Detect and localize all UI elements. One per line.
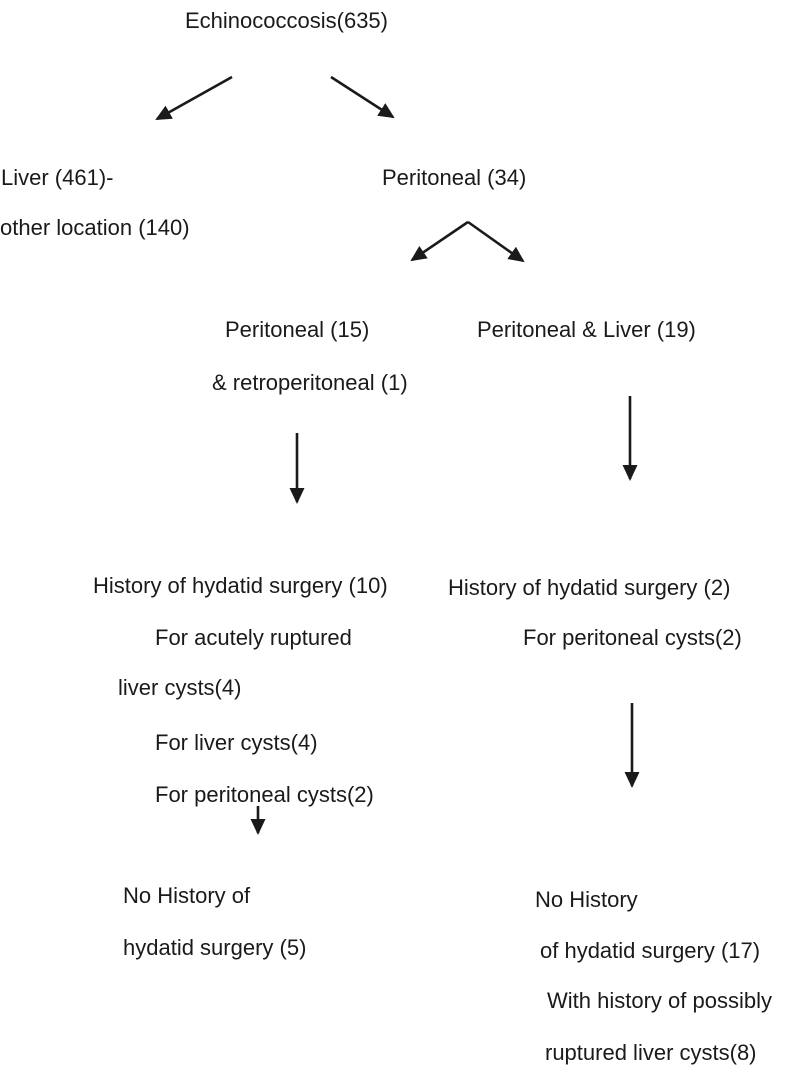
node-history-right-line-2: For peritoneal cysts(2) <box>523 625 742 650</box>
node-no-history-right-line-3: With history of possibly <box>547 988 772 1013</box>
node-peritoneal-label: Peritoneal (34) <box>382 165 527 190</box>
arrow-peritoneal-to-peritoneal-retro <box>410 220 469 262</box>
node-no-history-right-line-4: ruptured liver cysts(8) <box>545 1040 757 1065</box>
arrow-peritoneal-to-peritoneal-liver <box>467 220 525 263</box>
node-history-left-line-3: liver cysts(4) <box>118 675 242 700</box>
node-history-left-line-5: For peritoneal cysts(2) <box>155 782 374 807</box>
node-history-left-line-1: History of hydatid surgery (10) <box>93 573 388 598</box>
node-liver-line-1: Liver (461)- <box>1 165 114 190</box>
node-history-right-line-1: History of hydatid surgery (2) <box>448 575 731 600</box>
node-history-left-line-4: For liver cysts(4) <box>155 730 318 755</box>
node-root-label: Echinococcosis(635) <box>185 8 388 33</box>
node-no-history-left-line-2: hydatid surgery (5) <box>123 935 307 960</box>
node-history-left-line-2: For acutely ruptured <box>155 625 352 650</box>
node-peritoneal-retro-line-1: Peritoneal (15) <box>225 317 370 342</box>
node-liver-line-2: other location (140) <box>0 215 190 240</box>
node-no-history-right-line-1: No History <box>535 887 638 912</box>
arrow-root-to-peritoneal <box>330 75 395 119</box>
node-peritoneal-liver-label: Peritoneal & Liver (19) <box>477 317 696 342</box>
node-peritoneal-retro-line-2: & retroperitoneal (1) <box>212 370 408 395</box>
node-no-history-left-line-1: No History of <box>123 883 251 908</box>
node-no-history-right-line-2: of hydatid surgery (17) <box>540 938 761 963</box>
arrow-root-to-liver <box>155 75 233 121</box>
